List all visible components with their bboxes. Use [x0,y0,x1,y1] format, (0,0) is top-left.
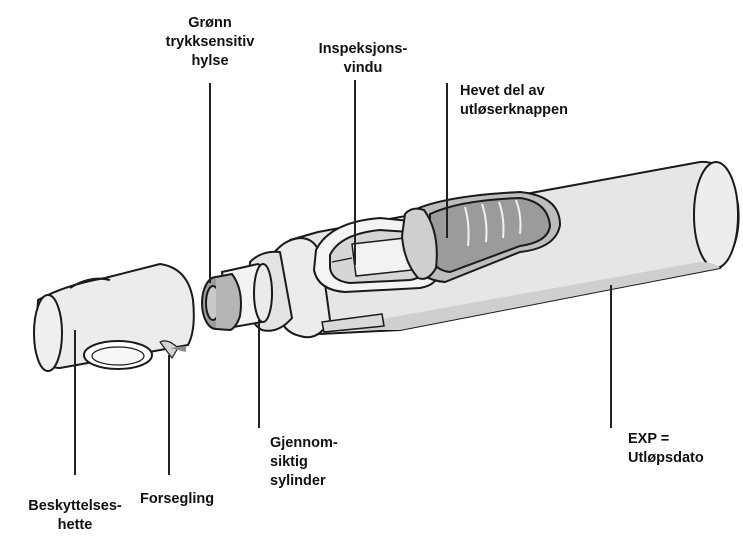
label-exp: EXP = Utløpsdato [628,430,704,468]
label-green-sleeve: Grønn trykksensitiv hylse [145,14,275,71]
label-raised-button-line1: Hevet del av [460,83,545,99]
body-marker [321,313,385,333]
label-cap-line2: hette [57,517,93,533]
label-seal: Forsegling [140,490,214,509]
label-green-sleeve-line1: Grønn [188,15,232,31]
label-green-sleeve-line3: hylse [191,53,229,69]
label-seal-line1: Forsegling [140,491,215,507]
label-exp-line2: Utløpsdato [628,450,704,466]
green-sleeve [201,272,242,332]
label-raised-button-line2: utløserknappen [460,102,568,118]
label-clear-cylinder-line3: sylinder [270,473,326,489]
label-clear-cylinder-line1: Gjennom- [270,435,338,451]
protective-cap [33,263,195,372]
label-clear-cylinder: Gjennom- siktig sylinder [270,434,338,491]
label-cap-line1: Beskyttelses- [28,498,122,514]
label-inspection-window-line1: Inspeksjons- [318,41,408,57]
label-clear-cylinder-line2: siktig [270,454,308,470]
label-inspection-window-line2: vindu [343,60,383,76]
label-exp-line1: EXP = [628,431,670,447]
label-raised-button: Hevet del av utløserknappen [460,82,568,120]
label-green-sleeve-line2: trykksensitiv [165,34,255,50]
label-cap: Beskyttelses- hette [10,497,140,535]
trigger-button [400,190,562,284]
leader-lines [74,80,612,475]
label-inspection-window: Inspeksjons- vindu [298,40,428,78]
